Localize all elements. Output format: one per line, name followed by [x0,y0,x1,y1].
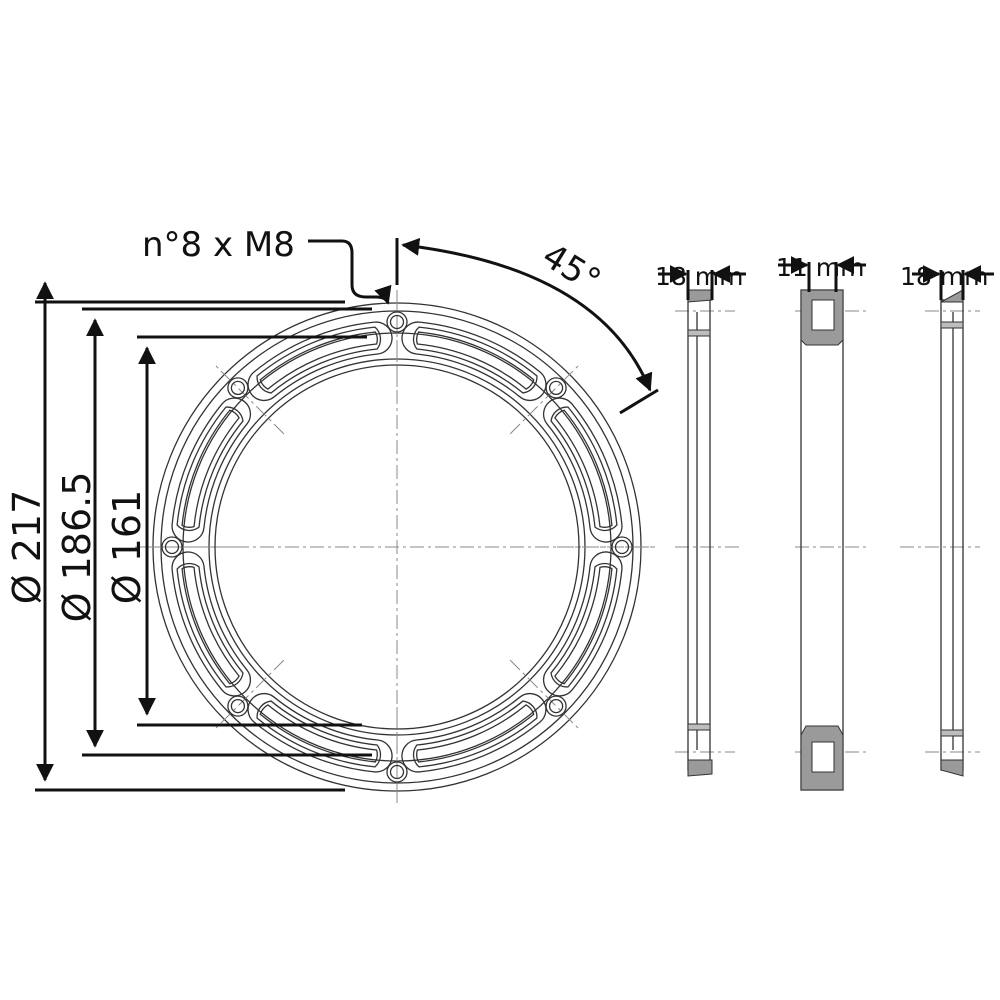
ring-slot [401,692,547,773]
ring-front-view [135,289,655,805]
bolt-hole [509,659,580,730]
section-hatch-top [687,289,713,303]
diameter-217-label: Ø 217 [5,490,49,605]
ring-slot [542,397,623,543]
profile-18mm-left: 18 mm [655,262,746,777]
profile-18mm-left-label: 18 mm [655,262,743,291]
ring-slot [542,551,623,697]
ring-inner-edge [214,364,580,730]
bolt-hole [509,364,580,435]
angle-label: 45° [535,236,607,302]
ring-slot [247,321,393,402]
section-hatch-bottom [687,759,713,777]
profile-18mm-right-label: 18 mm [900,262,988,291]
diameter-161-label: Ø 161 [105,490,149,605]
diameter-dimensions: Ø 217 Ø 186.5 Ø 161 [5,281,372,792]
bolt-hole-callout: n°8 x M8 [142,225,392,305]
bolt-hole [214,364,285,435]
ring-slot [171,397,252,543]
profile-11mm-center: 11 mm [776,253,870,791]
bolt-hole [557,536,655,558]
bolt-hole [386,707,408,805]
profile-11mm-label: 11 mm [776,253,864,282]
ring-slot [247,692,393,773]
diameter-186-5-label: Ø 186.5 [55,472,99,623]
bolt-hole-callout-label: n°8 x M8 [142,225,295,265]
profile-18mm-right: 18 mm [900,262,994,777]
ring-slot [171,551,252,697]
bolt-hole [214,659,285,730]
